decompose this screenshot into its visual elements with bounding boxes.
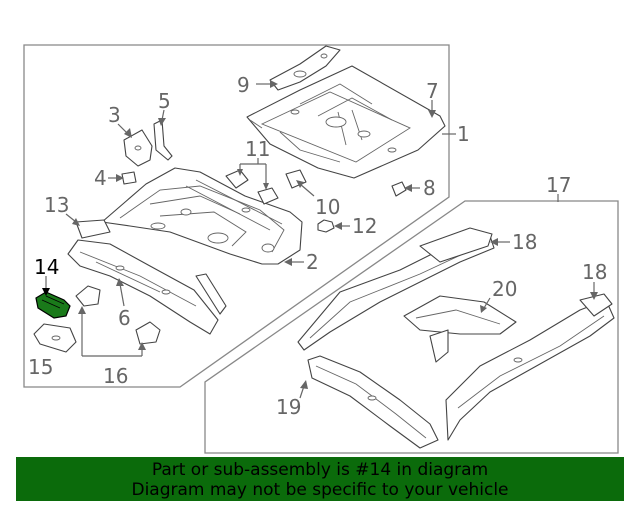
callout-1[interactable]: 1 (457, 122, 470, 146)
banner-line-1: Part or sub-assembly is #14 in diagram (151, 460, 489, 480)
callout-15[interactable]: 15 (28, 355, 53, 379)
highlighted-part-14[interactable] (35, 291, 71, 319)
callout-12[interactable]: 12 (352, 214, 377, 238)
callout-9[interactable]: 9 (237, 73, 250, 97)
reinforcement-part-2b (195, 273, 227, 315)
callout-5[interactable]: 5 (158, 89, 171, 113)
bracket-part-8 (391, 181, 407, 197)
callout-18-upper[interactable]: 18 (512, 230, 537, 254)
frame-rail-assembly-part-17 (297, 227, 615, 449)
callout-7[interactable]: 7 (426, 79, 439, 103)
rear-floor-panel (246, 65, 446, 179)
callout-6[interactable]: 6 (118, 306, 131, 330)
bracket-part-3 (123, 129, 153, 167)
bracket-part-5 (153, 119, 173, 161)
banner-line-2: Diagram may not be specific to your vehi… (131, 480, 509, 500)
leader-lines (42, 80, 598, 399)
callout-4[interactable]: 4 (94, 166, 107, 190)
floor-crossmember-part-9 (269, 45, 341, 91)
floor-pan-group-frame (23, 44, 450, 388)
callout-20[interactable]: 20 (492, 277, 517, 301)
plug-part-12 (317, 219, 335, 233)
info-banner: Part or sub-assembly is #14 in diagram D… (16, 457, 624, 501)
callout-14-highlighted[interactable]: 14 (34, 255, 59, 279)
bracket-part-13 (75, 219, 111, 239)
clip-part-4 (121, 171, 137, 185)
callout-11[interactable]: 11 (245, 137, 270, 161)
bracket-part-15 (33, 323, 77, 353)
callout-18-right[interactable]: 18 (582, 260, 607, 284)
bracket-part-10 (285, 169, 307, 189)
side-rail-part-6 (67, 239, 219, 335)
brackets-part-16 (75, 285, 161, 345)
brackets-part-11 (225, 169, 279, 205)
callout-19[interactable]: 19 (276, 395, 301, 419)
callout-labels: 9 7 1 3 5 4 11 10 12 8 2 13 14 6 15 16 1… (28, 73, 607, 419)
callout-2[interactable]: 2 (306, 250, 319, 274)
callout-17[interactable]: 17 (546, 173, 571, 197)
center-floor-panel (101, 167, 303, 265)
frame-rail-group-frame (204, 200, 619, 454)
callout-10[interactable]: 10 (315, 195, 340, 219)
callout-16[interactable]: 16 (103, 364, 128, 388)
callout-13[interactable]: 13 (44, 193, 69, 217)
callout-3[interactable]: 3 (108, 103, 121, 127)
callout-8[interactable]: 8 (423, 176, 436, 200)
